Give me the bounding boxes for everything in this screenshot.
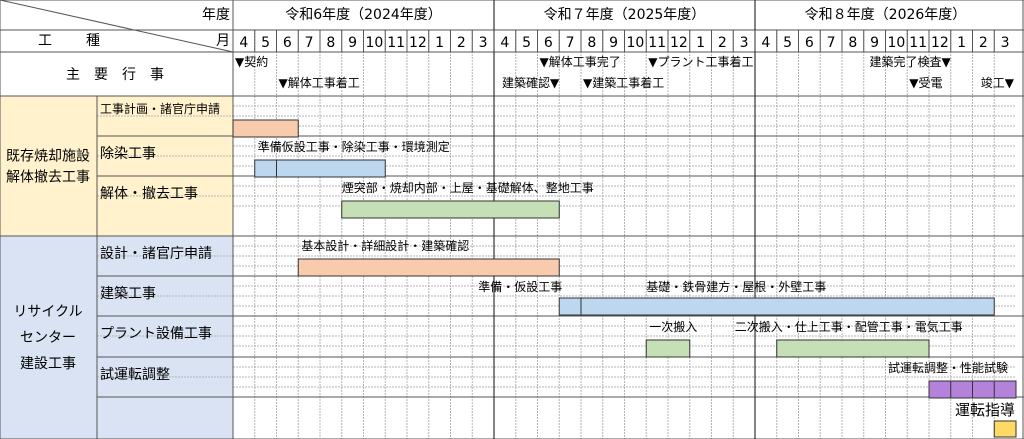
- month-tick-label: 2: [457, 35, 466, 51]
- group-background-0: [0, 96, 233, 236]
- month-tick-label: 2: [979, 35, 988, 51]
- month-tick-label: 2: [718, 35, 727, 51]
- gantt-bar: [558, 297, 995, 316]
- month-tick-label: 4: [239, 35, 248, 51]
- month-tick-label: 7: [566, 35, 575, 51]
- gantt-bar: [645, 339, 691, 358]
- group-label: センター: [20, 330, 76, 346]
- task-label: プラント設備工事: [100, 326, 212, 342]
- month-tick-label: 9: [870, 35, 879, 51]
- task-label: 解体・撤去工事: [100, 186, 198, 202]
- month-tick-label: 6: [283, 35, 292, 51]
- month-tick-label: 9: [609, 35, 618, 51]
- milestones-label: 主 要 行 事: [66, 67, 164, 83]
- bar-label: 煙突部・焼却内部・上屋・基礎解体、整地工事: [342, 180, 594, 195]
- group-label: 既存焼却施設: [6, 149, 90, 165]
- month-tick-label: 10: [365, 35, 383, 51]
- bar-label: 基本設計・詳細設計・建築確認: [301, 238, 469, 253]
- month-tick-label: 12: [670, 35, 688, 51]
- month-tick-label: 6: [805, 35, 814, 51]
- milestone-label: 竣工▼: [981, 75, 1015, 90]
- task-label: 工事計画・諸官庁申請: [100, 101, 220, 116]
- month-tick-label: 7: [305, 35, 314, 51]
- milestone-label: ▼解体工事着工: [279, 75, 360, 90]
- month-tick-label: 3: [740, 35, 749, 51]
- month-tick-label: 5: [261, 35, 270, 51]
- month-tick-label: 8: [848, 35, 857, 51]
- bar-label: 二次搬入・仕上工事・配管工事・電気工事: [735, 319, 963, 334]
- month-tick-label: 6: [544, 35, 553, 51]
- month-tick-label: 11: [387, 35, 405, 51]
- month-tick-label: 12: [931, 35, 949, 51]
- gantt-bar: [341, 200, 560, 219]
- milestone-label: ▼受電: [909, 76, 942, 90]
- gantt-bar: [297, 258, 560, 277]
- bar-label: 試運転調整・性能試験: [888, 360, 1008, 375]
- month-tick-label: 7: [827, 35, 836, 51]
- fiscal-year-label: 令和８年度（2026年度）: [805, 7, 967, 23]
- year-label: 年度: [202, 7, 230, 23]
- milestone-label: ▼契約: [235, 54, 268, 69]
- month-tick-label: 8: [326, 35, 335, 51]
- month-label: 月: [216, 33, 230, 49]
- month-tick-label: 11: [648, 35, 666, 51]
- task-label: 除染工事: [100, 146, 156, 162]
- month-tick-label: 4: [761, 35, 770, 51]
- milestone-label: ▼プラント工事着工: [648, 54, 753, 69]
- bar-label: 準備仮設工事・除染工事・環境測定: [258, 139, 450, 154]
- month-tick-label: 12: [409, 35, 427, 51]
- bar-label: 基礎・鉄骨建方・屋根・外壁工事: [646, 279, 826, 294]
- month-tick-label: 8: [587, 35, 596, 51]
- month-tick-label: 5: [522, 35, 531, 51]
- month-tick-label: 5: [783, 35, 792, 51]
- month-tick-label: 10: [626, 35, 644, 51]
- fiscal-year-label: 令和6年度（2024年度）: [285, 7, 442, 23]
- gantt-bar: [776, 339, 930, 358]
- month-tick-label: 3: [1001, 35, 1010, 51]
- group-label: 解体撤去工事: [6, 170, 90, 186]
- header-diagonal: [0, 0, 234, 53]
- gantt-bar: [232, 119, 299, 138]
- gantt-bar: [254, 159, 386, 178]
- work-type-label: 工 種: [38, 33, 102, 49]
- milestone-label: 建築確認▼: [502, 75, 560, 90]
- group-label: 建設工事: [20, 356, 76, 372]
- milestone-label: ▼建築工事着工: [583, 75, 664, 90]
- bar-label: 運転指導: [955, 401, 1015, 419]
- month-tick-label: 11: [909, 35, 927, 51]
- month-tick-label: 1: [435, 35, 444, 51]
- month-tick-label: 10: [887, 35, 905, 51]
- bar-label: 準備・仮設工事: [478, 279, 562, 294]
- task-label: 設計・諸官庁申請: [100, 246, 212, 262]
- milestone-label: 建築完了検査▼: [870, 54, 952, 69]
- month-tick-label: 1: [957, 35, 966, 51]
- month-tick-label: 3: [479, 35, 488, 51]
- fiscal-year-label: 令和７年度（2025年度）: [544, 7, 706, 23]
- month-tick-label: 9: [348, 35, 357, 51]
- gantt-bar: [993, 420, 1017, 438]
- task-label: 建築工事: [100, 286, 156, 302]
- month-tick-label: 1: [696, 35, 705, 51]
- bar-label: 一次搬入: [649, 319, 697, 334]
- milestone-label: ▼解体工事完了: [540, 54, 621, 69]
- month-tick-label: 4: [500, 35, 509, 51]
- group-background-1: [0, 236, 233, 439]
- task-label: 試運転調整: [100, 367, 170, 383]
- group-label: リサイクル: [13, 304, 82, 320]
